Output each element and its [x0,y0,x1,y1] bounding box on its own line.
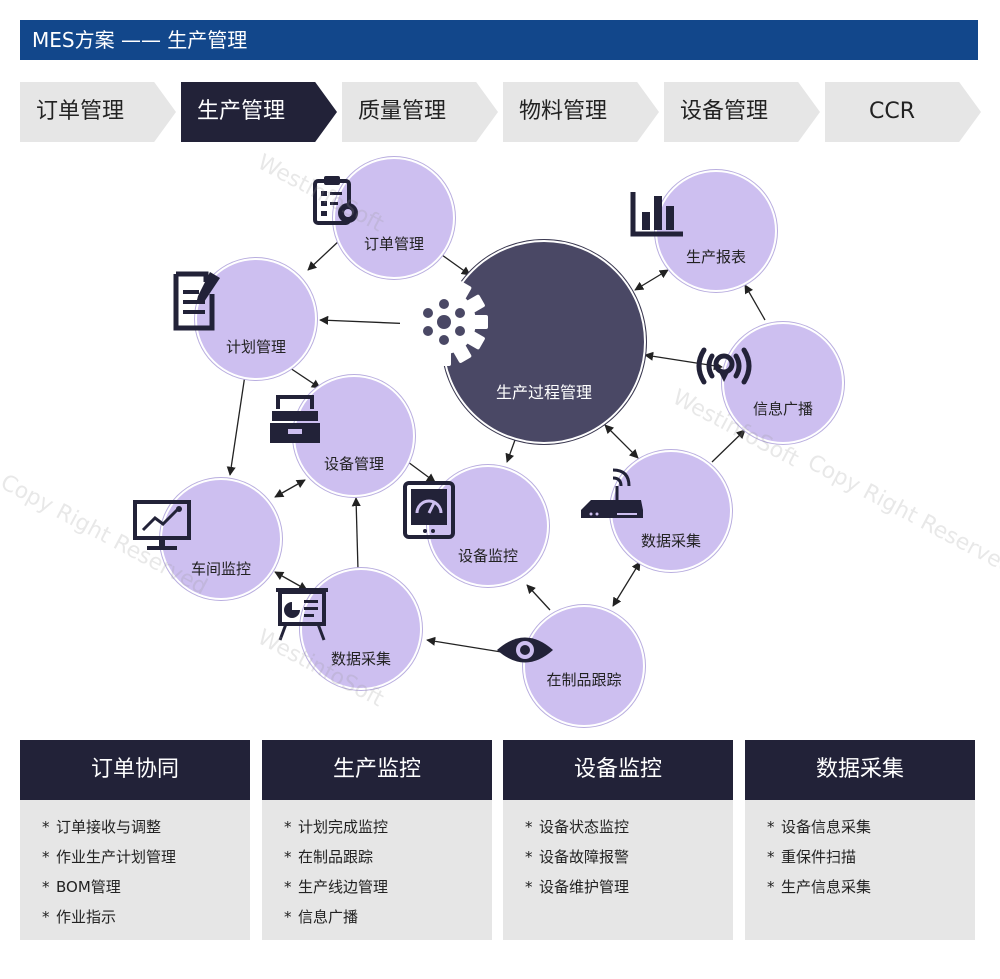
node-label: 生产报表 [685,248,746,266]
list-item: *生产线边管理 [284,878,389,896]
node-device-monitor[interactable]: 设备监控 [403,465,549,587]
card-title: 订单协同 [20,740,250,800]
step-label: 订单管理 [36,99,125,124]
step-label: CCR [868,99,915,124]
card-equipment-monitoring: 设备监控 *设备状态监控 *设备故障报警 *设备维护管理 [503,740,733,940]
card-title: 设备监控 [503,740,733,800]
wifi-router-icon [581,468,643,518]
node-plan[interactable]: 计划管理 [173,258,317,380]
node-report[interactable]: 生产报表 [630,170,777,292]
list-item: *计划完成监控 [284,818,389,836]
card-list: *设备信息采集 *重保件扫描 *生产信息采集 [767,812,871,902]
gear-icon [400,278,488,366]
arrow-board-equipment [351,497,361,571]
list-item: *作业生产计划管理 [42,848,177,866]
node-equipment[interactable]: 设备管理 [270,375,415,497]
list-item: *订单接收与调整 [42,818,162,836]
step-label: 物料管理 [519,99,608,124]
drawer-cabinet-icon [270,395,320,443]
card-list: *订单接收与调整 *作业生产计划管理 *BOM管理 *作业指示 [42,812,176,932]
core-label: 生产过程管理 [495,383,592,402]
page-title: MES方案 —— 生产管理 [32,28,248,52]
node-wip[interactable]: 在制品跟踪 [497,605,645,727]
node-label: 订单管理 [363,235,424,253]
card-data-collection: 数据采集 *设备信息采集 *重保件扫描 *生产信息采集 [745,740,975,940]
step-quality[interactable]: 质量管理 [342,82,498,142]
list-item: *信息广播 [284,908,359,926]
list-item: *BOM管理 [42,878,121,896]
eye-icon [497,637,553,663]
card-order-coordination: 订单协同 *订单接收与调整 *作业生产计划管理 *BOM管理 *作业指示 [20,740,250,940]
arrow-core-device [505,439,516,463]
connector-lines [226,239,766,659]
arrow-order-plan [307,239,341,271]
process-steps: 订单管理 生产管理 质量管理 物料管理 设备管理 CCR [20,82,981,142]
node-label: 计划管理 [225,338,286,356]
card-list: *设备状态监控 *设备故障报警 *设备维护管理 [525,812,629,902]
step-label: 质量管理 [358,99,447,124]
arrow-report-core [634,269,669,291]
step-material[interactable]: 物料管理 [503,82,659,142]
arrow-plan-equipment [289,367,321,389]
presentation-board-icon [276,588,328,641]
arrow-equipment-workshop [274,479,306,498]
card-production-monitoring: 生产监控 *计划完成监控 *在制品跟踪 *生产线边管理 *信息广播 [262,740,492,940]
arrow-router-wip [612,561,641,607]
title-bar: MES方案 —— 生产管理 [20,20,978,60]
arrow-equipment-device [407,461,436,483]
node-label: 数据采集 [330,650,391,668]
list-item: *设备状态监控 [525,818,630,836]
list-item: *生产信息采集 [767,878,872,896]
step-label: 设备管理 [680,99,769,124]
list-item: *作业指示 [42,908,117,926]
node-label: 信息广播 [752,400,813,418]
card-title: 生产监控 [262,740,492,800]
list-item: *设备维护管理 [525,878,630,896]
list-item: *设备信息采集 [767,818,872,836]
node-broadcast[interactable]: 信息广播 [696,322,844,444]
node-label: 数据采集 [640,532,701,550]
node-label: 在制品跟踪 [546,671,622,689]
arrow-plan-workshop [226,374,246,476]
gauge-tablet-icon [403,481,455,539]
arrow-broadcast-report [744,284,766,321]
node-data-collect-board[interactable]: 数据采集 [276,568,422,690]
step-ccr[interactable]: CCR [825,82,981,142]
document-pen-icon [173,271,220,331]
node-label: 车间监控 [190,560,251,578]
card-list: *计划完成监控 *在制品跟踪 *生产线边管理 *信息广播 [284,812,388,932]
node-data-collect-router[interactable]: 数据采集 [581,450,732,572]
step-label: 生产管理 [197,99,286,124]
node-order[interactable]: 订单管理 [313,157,455,279]
arrow-wip-device [526,584,551,611]
broadcast-icon [696,347,752,385]
card-title: 数据采集 [745,740,975,800]
step-production[interactable]: 生产管理 [181,82,337,142]
arrow-router-core [604,424,639,459]
node-label: 设备监控 [457,547,518,565]
node-label: 设备管理 [323,455,384,473]
list-item: *在制品跟踪 [284,848,374,866]
node-workshop[interactable]: 车间监控 [133,478,282,600]
bar-chart-icon [630,192,683,237]
arrow-router-broadcast [711,429,746,463]
list-item: *重保件扫描 [767,848,857,866]
process-diagram: 生产过程管理 订单管理 计划管理 [0,140,1000,740]
step-equipment[interactable]: 设备管理 [664,82,820,142]
core-node[interactable]: 生产过程管理 [400,240,646,444]
list-item: *设备故障报警 [525,848,630,866]
monitor-trend-icon [133,500,191,550]
arrow-workshop-board [274,571,308,591]
step-order[interactable]: 订单管理 [20,82,176,142]
clipboard-gear-icon [313,176,358,225]
